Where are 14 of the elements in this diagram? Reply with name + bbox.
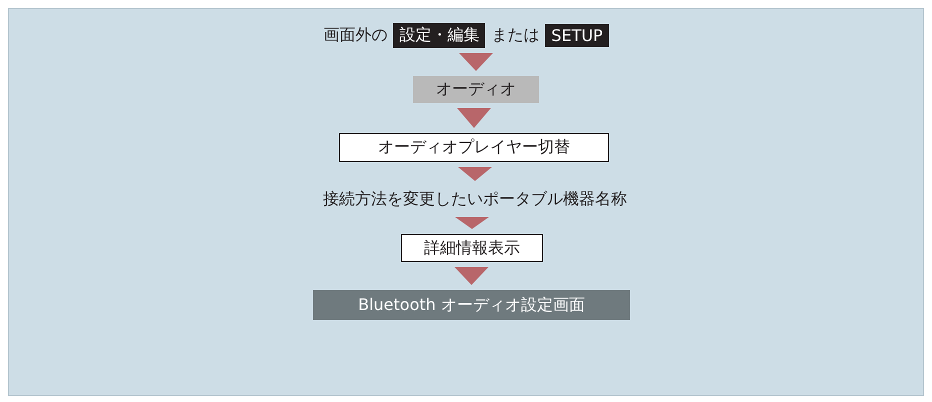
down-arrow — [457, 108, 491, 128]
down-arrow — [458, 167, 492, 181]
menu-item: 詳細情報表示 — [401, 234, 543, 262]
instruction-text: または — [491, 24, 540, 46]
screen-title: Bluetooth オーディオ設定画面 — [313, 290, 630, 320]
menu-item: オーディオ — [413, 76, 539, 103]
down-arrow — [459, 53, 493, 71]
instruction-text: 画面外の — [323, 24, 388, 46]
menu-button-label: SETUP — [545, 24, 609, 46]
down-arrow — [454, 267, 488, 285]
down-arrow — [455, 217, 489, 229]
instruction-text: 接続方法を変更したいポータブル機器名称 — [230, 186, 720, 212]
menu-item: オーディオプレイヤー切替 — [339, 133, 609, 162]
menu-button-label: 設定・編集 — [393, 22, 486, 48]
